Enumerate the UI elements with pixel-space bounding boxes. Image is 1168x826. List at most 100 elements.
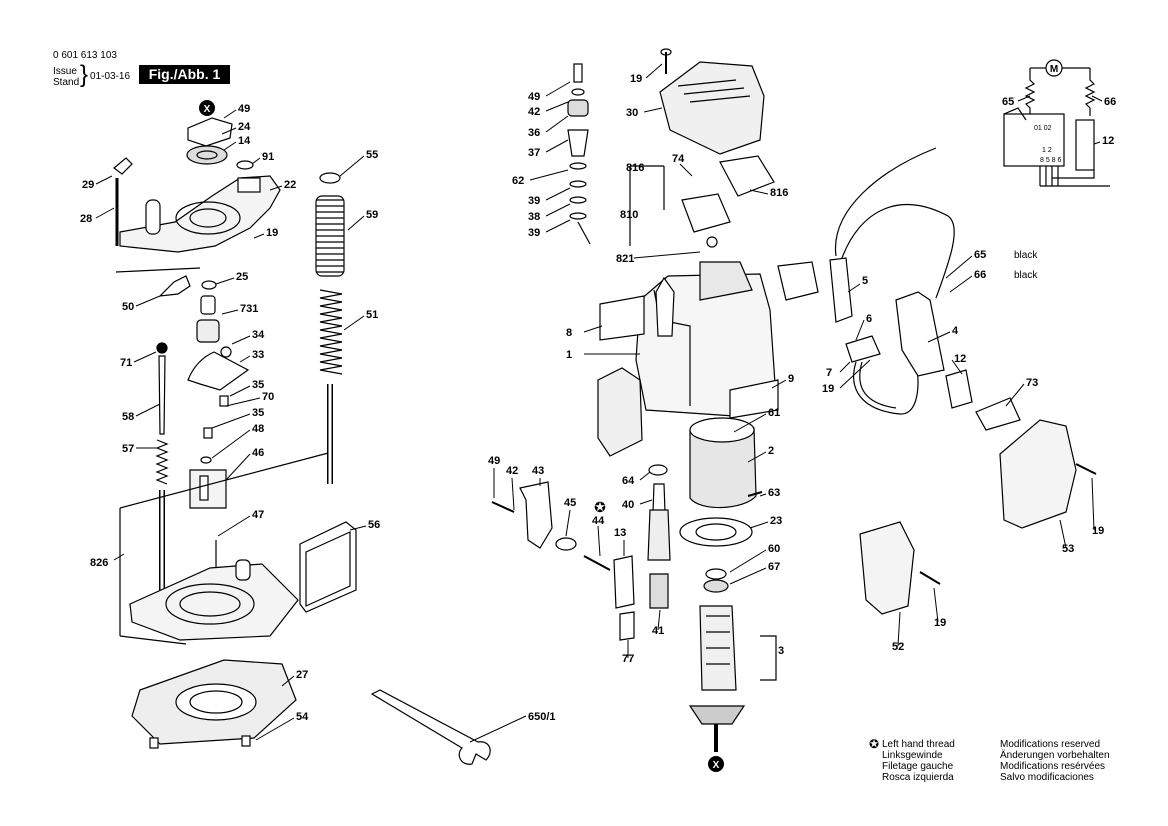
part-callout: 23 (770, 515, 782, 527)
callout-leader (545, 115, 569, 133)
part-callout: 66 (1104, 96, 1116, 108)
issue-brace: } (80, 61, 89, 88)
wiring-schematic (1003, 67, 1110, 187)
part-callout: 19 (630, 73, 642, 85)
callout-leader (339, 155, 365, 177)
part-callout: 49 (488, 455, 500, 467)
callout-leader (639, 499, 653, 505)
callout-leader (545, 101, 569, 112)
part-callout: 57 (122, 443, 134, 455)
callout-leader (269, 185, 283, 191)
callout-leader (855, 319, 865, 341)
legend-left-hand-thread-fr: Filetage gauche (882, 761, 954, 772)
part-callout: 25 (236, 271, 248, 283)
callout-leader (225, 397, 261, 407)
part-callout: 9 (788, 373, 794, 385)
callout-leader (847, 283, 861, 293)
left-hand-thread-marker (708, 756, 724, 772)
callout-leader (223, 141, 237, 151)
part-callout: 810 (620, 209, 638, 221)
x-marker-label: X (713, 760, 720, 771)
part-callout: 59 (366, 209, 378, 221)
callout-leader (255, 717, 295, 741)
wire-65-color: black (1014, 250, 1038, 261)
callout-leader (545, 139, 569, 153)
part-callout: 65 (1002, 96, 1014, 108)
part-callout: 19 (934, 617, 946, 629)
part-callout: 826 (90, 557, 108, 569)
callout-leader (545, 219, 571, 233)
switch-terminals-top: 01 02 (1034, 125, 1052, 132)
figure-label: Fig./Abb. 1 (139, 65, 230, 84)
callout-leader (839, 361, 851, 373)
issue-label: Issue (53, 66, 77, 77)
stand-label: Stand (53, 77, 80, 88)
callout-leader (281, 675, 295, 687)
callout-leader (639, 471, 651, 481)
part-callout: 51 (366, 309, 378, 321)
switch-terminals-bottom: 8 5 8 6 (1040, 157, 1062, 164)
part-callout: 37 (528, 147, 540, 159)
switch-terminals-mid: 1 2 (1042, 147, 1052, 154)
part-callout: 12 (954, 353, 966, 365)
callout-leader (897, 611, 901, 647)
part-callout: 1 (566, 349, 572, 361)
part-callout: 48 (252, 423, 264, 435)
callout-leader (945, 255, 973, 279)
callout-leader (133, 351, 157, 363)
part-callout: 3 (778, 645, 784, 657)
legend-modifications-en: Modifications reserved (1000, 739, 1101, 750)
left-hand-thread-marker (199, 100, 215, 116)
callout-leader (771, 379, 787, 389)
legend-modifications-fr: Modifications resérvées (1000, 761, 1106, 772)
callout-leader (95, 175, 113, 185)
part-callout: 38 (528, 211, 540, 223)
issue-date: 01-03-16 (90, 71, 131, 82)
part-callout: 46 (252, 447, 264, 459)
part-callout: 22 (284, 179, 296, 191)
part-callout: 52 (892, 641, 904, 653)
part-callout: 50 (122, 301, 134, 313)
part-callout: 66 (974, 269, 986, 281)
callout-leader (529, 169, 569, 181)
callout-leader (1091, 95, 1103, 102)
callout-leader (215, 277, 235, 285)
part-callout: 36 (528, 127, 540, 139)
callout-leader (225, 453, 251, 481)
callout-leader (583, 325, 603, 333)
legend-left-hand-thread-de: Linksgewinde (882, 750, 943, 761)
callout-leader (135, 403, 161, 417)
callout-leader (733, 413, 767, 433)
part-callout: 13 (614, 527, 626, 539)
part-callout: 33 (252, 349, 264, 361)
part-callout: 49 (238, 103, 250, 115)
legend-modifications-de: Änderungen vorbehalten (1000, 750, 1110, 761)
callout-leader (231, 335, 251, 345)
callout-leader (749, 521, 769, 529)
x-marker-label: X (204, 104, 211, 115)
callout-leader (749, 189, 769, 195)
part-callout: 29 (82, 179, 94, 191)
part-callout: 74 (672, 153, 685, 165)
star-marker: ✪ (594, 499, 606, 515)
document-number: 0 601 613 103 (53, 50, 117, 61)
callout-leader (1093, 141, 1101, 145)
callout-leader (343, 315, 365, 331)
callout-leader (729, 549, 767, 573)
part-callout: 91 (262, 151, 274, 163)
legend-modifications-es: Salvo modificaciones (1000, 772, 1094, 783)
part-callout: 44 (592, 515, 605, 527)
callout-leader (1017, 95, 1031, 102)
part-callout: 63 (768, 487, 780, 499)
callout-leader (949, 275, 973, 293)
part-callout: 39 (528, 195, 540, 207)
part-callout: 816 (626, 162, 644, 174)
part-callout: 60 (768, 543, 780, 555)
part-callout: 39 (528, 227, 540, 239)
part-callout: 56 (368, 519, 380, 531)
part-callout: 12 (1102, 135, 1114, 147)
part-callout: 19 (822, 383, 834, 395)
callout-leader (951, 359, 963, 375)
